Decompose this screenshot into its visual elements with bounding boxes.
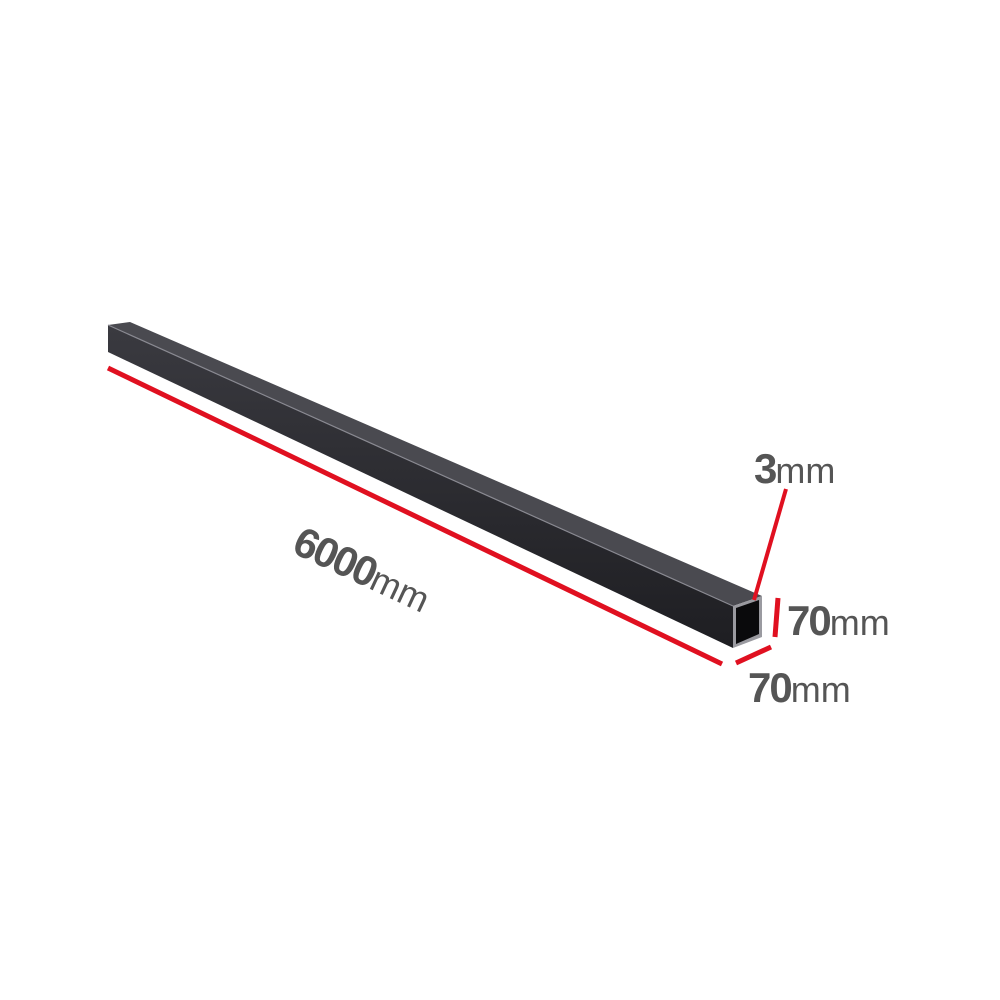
length-dimension-line: [106, 365, 724, 667]
height-dimension-line: [772, 597, 781, 638]
tube-top-face: [108, 322, 762, 606]
width-label: 70mm: [748, 664, 851, 711]
height-label: 70mm: [787, 597, 890, 644]
tube-end-opening: [736, 600, 759, 644]
thickness-label: 3mm: [754, 445, 836, 492]
thickness-leader-line: [752, 488, 788, 601]
tube-front-face: [108, 325, 733, 648]
width-dimension-line: [734, 644, 773, 666]
